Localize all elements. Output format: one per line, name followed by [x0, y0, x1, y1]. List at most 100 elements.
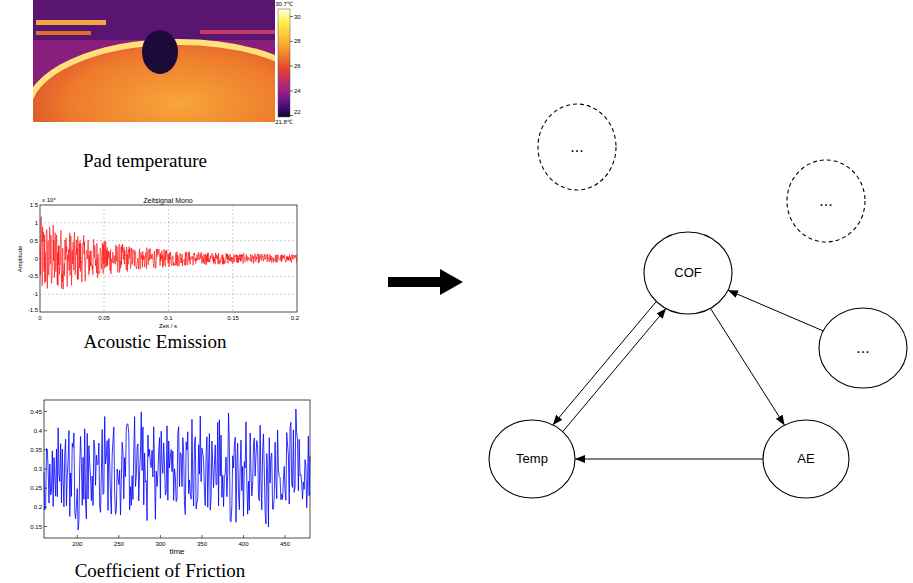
- axis-label: time: [169, 548, 184, 556]
- axis-label: 28: [294, 38, 301, 44]
- axis-label: 0.45: [30, 409, 42, 415]
- node-text-holder: ...: [570, 138, 583, 156]
- figure-part: [44, 411, 47, 412]
- figure-part: [40, 240, 297, 241]
- node-text-holder: Temp: [516, 452, 548, 466]
- arrow-connector: [728, 290, 823, 331]
- axis-label: -1.5: [28, 307, 38, 313]
- axis-label: 0.5: [30, 238, 38, 244]
- axis-label: 0.25: [30, 485, 42, 491]
- figure-part: [44, 430, 47, 431]
- node-label: COF: [674, 266, 701, 280]
- axis-label: 350: [197, 541, 207, 547]
- ae-signal: [40, 217, 297, 289]
- figure-part: [40, 222, 297, 223]
- axis-label: -1: [33, 291, 38, 297]
- figure-part: [44, 449, 47, 450]
- transition-arrow: [388, 269, 463, 295]
- figure-caption: Acoustic Emission: [83, 332, 226, 351]
- ellipse: [819, 308, 907, 388]
- node-label: ...: [570, 138, 583, 156]
- figure-part: [243, 535, 244, 538]
- figure-part: [44, 526, 47, 527]
- node-label: ...: [856, 339, 869, 357]
- axis-label: 0: [35, 256, 38, 262]
- axis-label: 0.4: [34, 428, 42, 434]
- node-label: ...: [819, 192, 832, 210]
- thermal-image: [33, 0, 275, 122]
- color-bar: [278, 9, 290, 117]
- axis-label: 300: [155, 541, 165, 547]
- axis-label: Zeitsignal Mono: [143, 197, 192, 204]
- arrow-connector: [563, 309, 666, 432]
- node-text-holder: ...: [819, 192, 832, 210]
- figure-part: [285, 535, 286, 538]
- thermal-streak: [36, 20, 106, 25]
- plot-ticks: [44, 412, 285, 539]
- figure-caption: Coefficient of Friction: [75, 561, 246, 580]
- axis-label: 200: [72, 541, 82, 547]
- axis-label: 21.8℃: [275, 119, 293, 125]
- axis-label: 0.15: [30, 524, 42, 530]
- figure-caption: Pad temperature: [83, 151, 207, 170]
- axis-label: Amplitude: [17, 245, 23, 272]
- arrow-connector: [553, 301, 657, 424]
- ellipse: [489, 420, 575, 498]
- node-text-holder: ...: [856, 339, 869, 357]
- ae-plot: [40, 205, 297, 312]
- figure-part: [290, 41, 293, 42]
- node-label: Temp: [516, 452, 548, 466]
- axis-label: 30.7℃: [275, 1, 293, 7]
- ellipse: [763, 420, 849, 498]
- thermal-streak: [36, 31, 91, 35]
- axis-label: x 10⁴: [42, 197, 56, 203]
- pad-hub: [142, 30, 178, 74]
- node-text-holder: COF: [674, 266, 701, 280]
- figure-part: [160, 535, 161, 538]
- axis-label: 400: [238, 541, 248, 547]
- dashed-ellipse: [538, 104, 616, 190]
- axis-label: 0.35: [30, 447, 42, 453]
- axis-label: 250: [114, 541, 124, 547]
- dashed-ellipse: [787, 160, 865, 242]
- figure-part: [44, 488, 47, 489]
- axis-label: -0.5: [28, 273, 38, 279]
- figure-part: [40, 294, 297, 295]
- ellipse: [644, 232, 732, 314]
- axis-label: 0.15: [227, 315, 239, 321]
- circle-node: AE: [762, 419, 850, 499]
- cof-plot: [44, 400, 310, 538]
- arrow-connector: [575, 459, 763, 460]
- axis-label: 0.3: [34, 466, 42, 472]
- axis-label: 0: [38, 315, 41, 321]
- plot-grid: [40, 205, 297, 312]
- axis-label: 1: [35, 220, 38, 226]
- figure-part: [290, 91, 293, 92]
- figure-part: [290, 115, 293, 116]
- dashed-circle-node: ...: [537, 103, 617, 191]
- color-bar-ticks: [290, 17, 293, 116]
- figure-part: [202, 535, 203, 538]
- axis-label: 0.1: [164, 315, 172, 321]
- axis-label: 0.2: [291, 315, 299, 321]
- axis-label: 0.05: [98, 315, 110, 321]
- thermal-streak: [200, 30, 275, 34]
- plot-frame: [44, 400, 310, 538]
- cof-signal: [44, 409, 310, 530]
- circle-node: Temp: [488, 419, 576, 499]
- node-text-holder: AE: [797, 452, 814, 466]
- circle-node: ...: [818, 307, 908, 389]
- figure-part: [118, 535, 119, 538]
- axis-label: 450: [280, 541, 290, 547]
- arrow-connector: [710, 308, 784, 425]
- axis-label: 1.5: [30, 202, 38, 208]
- circle-node: COF: [643, 231, 733, 315]
- axis-label: 22: [294, 109, 301, 115]
- plot-frame: [40, 205, 297, 312]
- axis-label: Zeit / s: [159, 323, 177, 329]
- figure-part: [77, 535, 78, 538]
- axis-label: 0.2: [34, 504, 42, 510]
